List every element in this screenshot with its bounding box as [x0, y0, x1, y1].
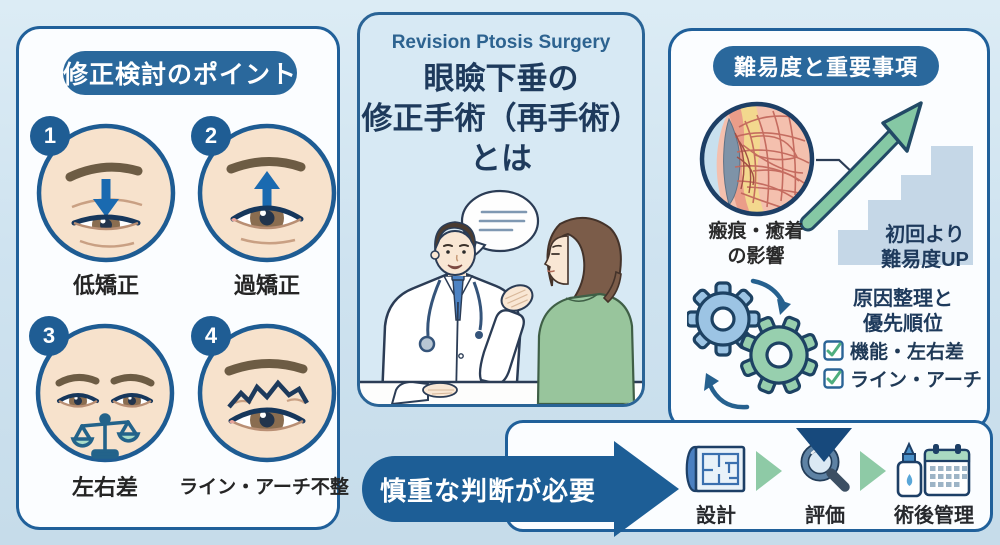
- step-evaluation-label: 評価: [805, 505, 845, 527]
- cause-priority-label: 原因整理と 優先順位: [821, 287, 985, 337]
- revision-points-panel: 修正検討のポイント 1 低矯正: [16, 26, 349, 530]
- eye-overcorrection-icon: [197, 123, 337, 263]
- point-4-label: ライン・アーチ不整: [179, 477, 349, 498]
- patient-figure: [536, 217, 636, 404]
- blueprint-icon: [685, 445, 746, 493]
- point-number-badge: 3: [29, 316, 69, 356]
- difficulty-label-line-2: 難易度UP: [881, 249, 969, 271]
- point-2-figure: 2: [191, 116, 339, 265]
- scar-label: 瘢痕・癒着 の影響: [681, 219, 831, 269]
- calendar-icon: [923, 444, 971, 497]
- step-arrow-icon: [860, 451, 886, 491]
- point-3-figure: 3: [29, 316, 177, 465]
- point-number-badge: 4: [191, 316, 231, 356]
- doctor-figure: [380, 221, 534, 400]
- eye-undercorrection-icon: [36, 123, 176, 263]
- title-panel: Revision Ptosis Surgery 眼瞼下垂の 修正手術（再手術） …: [357, 12, 645, 407]
- growth-arrow-icon: [799, 101, 923, 232]
- eyedrop-bottle-icon: [896, 441, 923, 498]
- point-2-label: 過矯正: [233, 273, 300, 298]
- eye-irregular-line-icon: [197, 323, 337, 463]
- checkbox-checked-icon: [823, 339, 844, 361]
- scar-fibers-dark: [734, 132, 755, 194]
- step-design-label: 設計: [696, 505, 736, 527]
- caution-banner: 慎重な判断が必要: [362, 456, 614, 522]
- step-postop-label: 術後管理: [894, 505, 974, 527]
- point-1-label: 低矯正: [72, 273, 139, 298]
- main-title: 眼瞼下垂の 修正手術（再手術） とは: [360, 59, 642, 179]
- checkbox-checked-icon: [823, 367, 844, 389]
- doctor-resting-hand: [390, 380, 458, 404]
- cause-label-line-2: 優先順位: [863, 313, 943, 335]
- scar-label-line-2: の影響: [727, 246, 785, 267]
- title-line-2: 修正手術（再手術）: [361, 101, 641, 136]
- point-3-label: 左右差: [71, 475, 138, 500]
- callout-connector-line: [816, 158, 856, 176]
- caution-banner-arrowhead: [614, 441, 679, 537]
- step-arrow-icon: [756, 451, 782, 491]
- checklist-item-function: 機能・左右差: [823, 337, 964, 363]
- doctor-patient-consultation-illustration: [360, 189, 642, 404]
- checklist-text-function: 機能・左右差: [850, 341, 965, 363]
- difficulty-label-line-1: 初回より: [885, 224, 965, 246]
- process-panel: 設計 評価: [505, 420, 993, 532]
- eyedrop-calendar-icon: [896, 441, 971, 498]
- difficulty-panel: 難易度と重要事項: [668, 28, 990, 432]
- point-number-badge: 2: [191, 116, 231, 156]
- difficulty-up-label: 初回より 難易度UP: [867, 223, 983, 273]
- balance-scale-icon: [70, 413, 141, 459]
- cause-label-line-1: 原因整理と: [853, 288, 953, 310]
- right-panel-header: 難易度と重要事項: [713, 46, 939, 86]
- point-1-figure: 1: [30, 116, 178, 265]
- scar-adhesion-illustration: [699, 101, 815, 217]
- subtitle-english: Revision Ptosis Surgery: [391, 32, 611, 53]
- point-4-figure: 4: [191, 316, 339, 465]
- gear-icon-green: [739, 315, 819, 395]
- caution-banner-text: 慎重な判断が必要: [379, 475, 596, 506]
- title-line-3: とは: [470, 141, 532, 176]
- cycle-arrows-icon: [704, 278, 791, 410]
- gears-process-icon: [687, 278, 819, 410]
- checklist-text-line-arch: ライン・アーチ: [850, 369, 982, 391]
- scar-label-line-1: 瘢痕・癒着: [708, 221, 804, 242]
- title-line-1: 眼瞼下垂の: [423, 61, 579, 96]
- point-number-badge: 1: [30, 116, 70, 156]
- checklist-item-line-arch: ライン・アーチ: [823, 365, 982, 391]
- down-arrow-connector: [796, 428, 852, 462]
- eyes-asymmetry-scale-icon: [35, 323, 175, 463]
- left-panel-header: 修正検討のポイント: [63, 51, 297, 95]
